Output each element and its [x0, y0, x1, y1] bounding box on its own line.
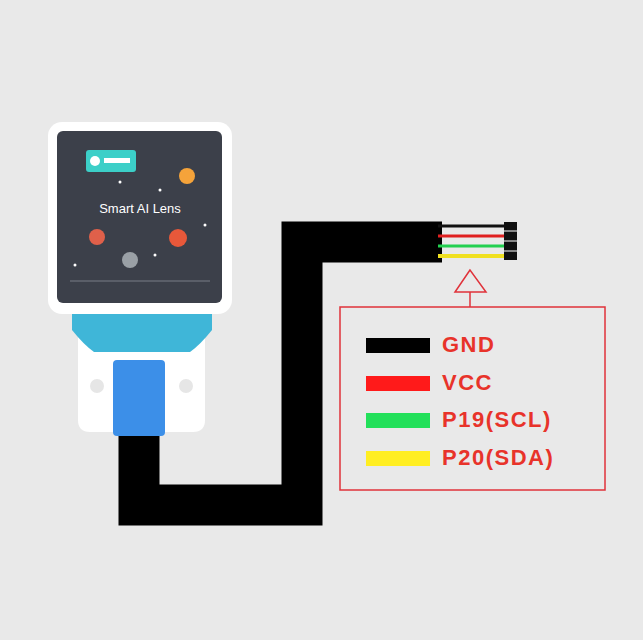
pin-name: VCC: [442, 370, 493, 396]
screen-title: Smart AI Lens: [99, 201, 181, 216]
legend-row: GND: [366, 332, 495, 358]
callout: [340, 270, 605, 490]
pin-name: P20(SDA): [442, 445, 554, 471]
pin-name: P19(SCL): [442, 407, 552, 433]
wire-swatch: [366, 451, 430, 466]
legend-row: VCC: [366, 370, 493, 396]
wire-swatch: [366, 413, 430, 428]
ai-lens-device: [48, 122, 232, 436]
wires: [438, 222, 517, 260]
wire-swatch: [366, 376, 430, 391]
pin-name: GND: [442, 332, 495, 358]
legend-row: P20(SDA): [366, 445, 554, 471]
legend-row: P19(SCL): [366, 407, 552, 433]
wire-swatch: [366, 338, 430, 353]
